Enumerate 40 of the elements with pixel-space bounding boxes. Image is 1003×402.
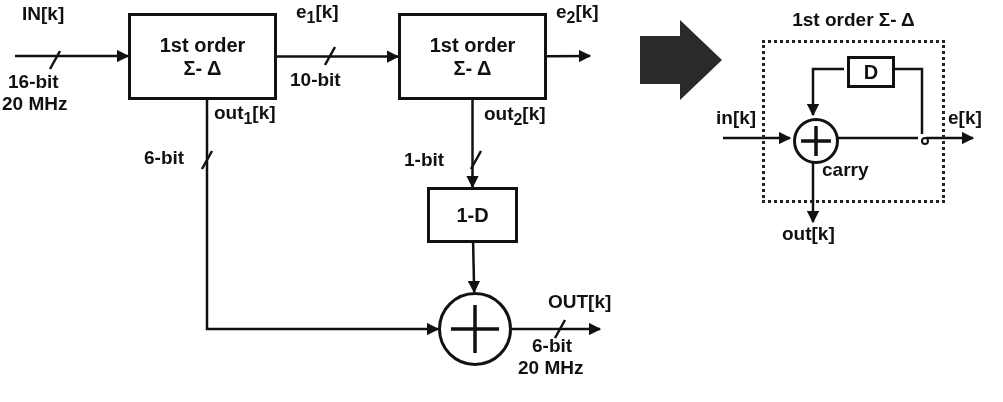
- signal-label: out$_{2}$[k]: [484, 104, 546, 129]
- signal-arrow: [806, 67, 844, 117]
- signal-arrow: [806, 161, 820, 224]
- signal-label: e[k]: [948, 106, 992, 138]
- signal-arrow: [512, 322, 602, 336]
- junction-dot: [921, 137, 929, 145]
- rate-label: 20 MHz: [518, 358, 584, 379]
- bit-width-label: 6-bit: [532, 336, 573, 357]
- block-heading: 1st order Σ- Δ: [792, 9, 915, 31]
- bit-width-label: 16-bit: [8, 72, 59, 93]
- bit-width-label: 6-bit: [144, 148, 185, 169]
- signal-arrow: [205, 100, 440, 336]
- signal-label: e$_{2}$[k]: [556, 2, 599, 27]
- adder-circle: [438, 292, 512, 366]
- block-label: 1st order Σ- Δ: [158, 33, 247, 80]
- signal-arrow: [15, 49, 130, 63]
- block-label: D: [863, 60, 879, 84]
- signal-arrow: [467, 242, 481, 294]
- bit-width-label: 1-bit: [404, 150, 445, 171]
- block-label: 1st order Σ- Δ: [428, 33, 517, 80]
- bit-width-label: 10-bit: [290, 70, 341, 91]
- signal-arrow: [723, 131, 792, 145]
- signal-label: OUT[k]: [548, 290, 612, 329]
- signal-label: in[k]: [716, 108, 757, 129]
- sigma-delta-block: [128, 13, 277, 100]
- adder-circle: [793, 118, 839, 164]
- difference-block: [427, 187, 518, 243]
- signal-arrow: [547, 49, 592, 63]
- signal-label: out[k]: [782, 222, 846, 246]
- signal-label: IN[k]: [22, 4, 65, 25]
- block-label: 1-D: [456, 203, 489, 227]
- sigma-delta-block: [398, 13, 547, 100]
- rate-label: 20 MHz: [2, 94, 68, 115]
- signal-arrow: [926, 131, 975, 145]
- signal-arrow: [466, 100, 479, 189]
- delay-block: [847, 56, 895, 88]
- signal-label: e$_{1}$[k]: [296, 2, 339, 27]
- signal-label: carry: [822, 160, 869, 181]
- signal-arrow: [277, 50, 400, 63]
- signal-label: out$_{1}$[k]: [214, 103, 276, 128]
